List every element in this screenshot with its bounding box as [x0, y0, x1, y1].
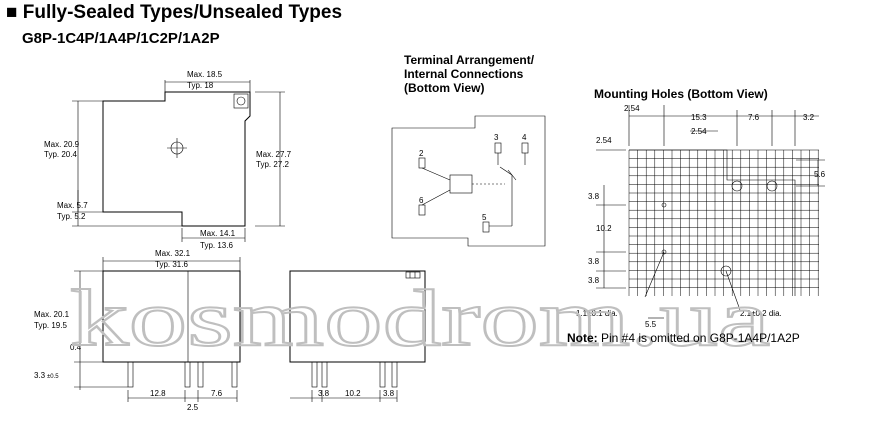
- mh-dim-2-54-top: 2.54: [624, 104, 640, 113]
- note-text: Pin #4 is omitted on G8P-1A4P/1A2P: [597, 331, 800, 345]
- mh-dim-15-3: 15.3: [691, 113, 707, 122]
- dim-max-32-1: Max. 32.1: [155, 249, 191, 258]
- dim-12-8: 12.8: [150, 389, 166, 398]
- dim-max-18-5: Max. 18.5: [187, 70, 223, 79]
- page-title-text: Fully-Sealed Types/Unsealed Types: [22, 2, 343, 23]
- relay-side-view: [289, 270, 426, 402]
- dim-3-8-a: 3.8: [318, 389, 330, 398]
- pin-label-2: 2: [419, 149, 424, 158]
- dim-typ-20-4: Typ. 20.4: [44, 150, 77, 159]
- relay-front-view: [74, 257, 241, 402]
- terminal-header-line-3: (Bottom View): [404, 81, 485, 95]
- pin-label-3: 3: [494, 133, 499, 142]
- dim-10-2: 10.2: [345, 389, 361, 398]
- dim-typ-5-2: Typ. 5.2: [57, 212, 86, 221]
- terminal-arrangement-diagram: [391, 115, 546, 247]
- mh-dim-3-8-b: 3.8: [588, 257, 600, 266]
- dim-3-3: 3.3: [34, 371, 46, 380]
- pin-label-5: 5: [482, 213, 487, 222]
- mounting-dims: [596, 105, 825, 319]
- terminal-arrangement-header: Terminal Arrangement/ Internal Connectio…: [404, 53, 534, 95]
- watermark: kosmodrom.ua: [70, 275, 770, 363]
- dim-typ-18: Typ. 18: [187, 81, 214, 90]
- relay-top-view: [72, 80, 285, 242]
- mh-dim-3-2: 3.2: [803, 113, 815, 122]
- dim-max-20-1: Max. 20.1: [34, 310, 70, 319]
- mh-dim-7-6: 7.6: [748, 113, 760, 122]
- model-number: G8P-1C4P/1A4P/1C2P/1A2P: [22, 30, 220, 47]
- terminal-header-line-1: Terminal Arrangement/: [404, 53, 535, 67]
- note-label: Note:: [567, 331, 598, 345]
- mh-dim-5-6: 5.6: [814, 170, 826, 179]
- dim-7-6: 7.6: [211, 389, 223, 398]
- dim-typ-31-6: Typ. 31.6: [155, 260, 188, 269]
- dim-max-20-9: Max. 20.9: [44, 140, 80, 149]
- mh-dim-3-8-a: 3.8: [588, 192, 600, 201]
- page-title: ■ Fully-Sealed Types/Unsealed Types: [6, 2, 343, 23]
- mh-dim-2-54-mid: 2.54: [691, 127, 707, 136]
- mh-hole-1-1: 1.1±0.1 dia.: [576, 309, 618, 318]
- dim-typ-19-5: Typ. 19.5: [34, 321, 67, 330]
- dim-max-14-1: Max. 14.1: [200, 229, 236, 238]
- pin-label-4: 4: [522, 133, 527, 142]
- mh-dim-2-54-left: 2.54: [596, 136, 612, 145]
- dim-3-8-b: 3.8: [383, 389, 395, 398]
- mh-dim-3-8-c: 3.8: [588, 276, 600, 285]
- pin-note: Note: Pin #4 is omitted on G8P-1A4P/1A2P: [567, 331, 800, 345]
- dim-2-5: 2.5: [187, 403, 199, 412]
- dim-typ-13-6: Typ. 13.6: [200, 241, 233, 250]
- terminal-header-line-2: Internal Connections: [404, 67, 524, 81]
- dim-tol-0-5: ±0.5: [47, 374, 59, 380]
- dim-0-4: 0.4: [70, 343, 82, 352]
- mh-dim-10-2: 10.2: [596, 224, 612, 233]
- mh-hole-2-1: 2.1±0.2 dia.: [740, 309, 782, 318]
- dim-typ-27-2: Typ. 27.2: [256, 160, 289, 169]
- mh-dim-5-5: 5.5: [645, 320, 657, 329]
- pin-label-6: 6: [419, 196, 424, 205]
- mounting-holes-header: Mounting Holes (Bottom View): [594, 87, 768, 101]
- mounting-holes: [629, 149, 796, 296]
- dim-max-5-7: Max. 5.7: [57, 201, 88, 210]
- dim-max-27-7: Max. 27.7: [256, 150, 292, 159]
- mounting-hole-grid: [628, 149, 819, 296]
